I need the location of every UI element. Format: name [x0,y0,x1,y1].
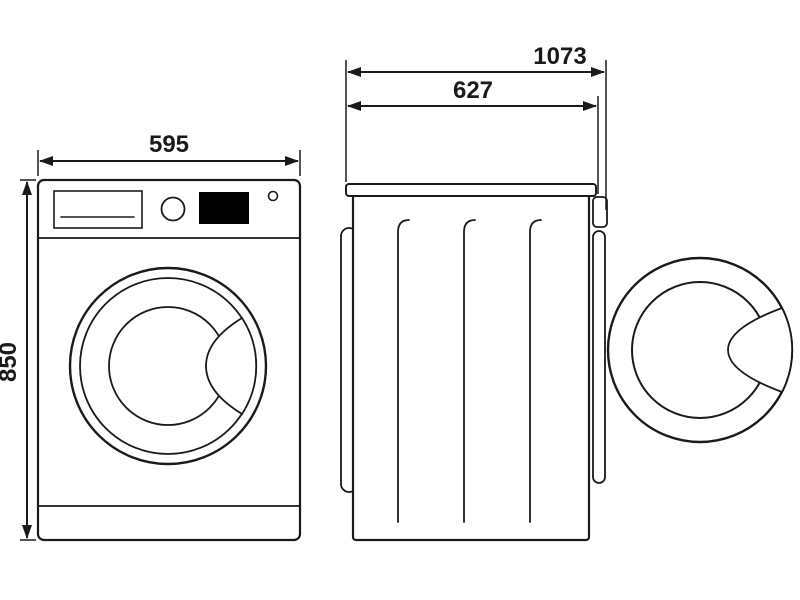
total-depth-label: 1073 [533,43,586,70]
door-outer-ring [68,266,268,466]
dimension-annotations: 595 850 1073 627 [0,43,607,541]
display-screen [199,192,249,224]
side-body [351,193,591,542]
door-handle [205,316,258,416]
open-door-handle [727,306,793,394]
open-door-edge [592,230,606,484]
front-width-dimension: 595 [37,131,301,176]
side-rib-2 [463,219,476,523]
front-width-label: 595 [149,131,189,158]
side-view [340,183,794,542]
side-rib-3 [529,219,542,523]
front-body [36,178,302,542]
front-height-label: 850 [0,342,22,382]
program-knob [160,196,186,222]
total-depth-dimension: 1073 [345,43,607,210]
front-height-dimension: 850 [0,179,36,541]
hinge-bracket [592,196,608,228]
detergent-drawer [53,190,143,229]
body-depth-label: 627 [453,77,493,104]
power-led [267,190,279,202]
body-depth-dimension: 627 [347,77,599,194]
side-rib-1 [397,219,410,523]
front-view [36,178,302,542]
top-panel [345,183,597,197]
